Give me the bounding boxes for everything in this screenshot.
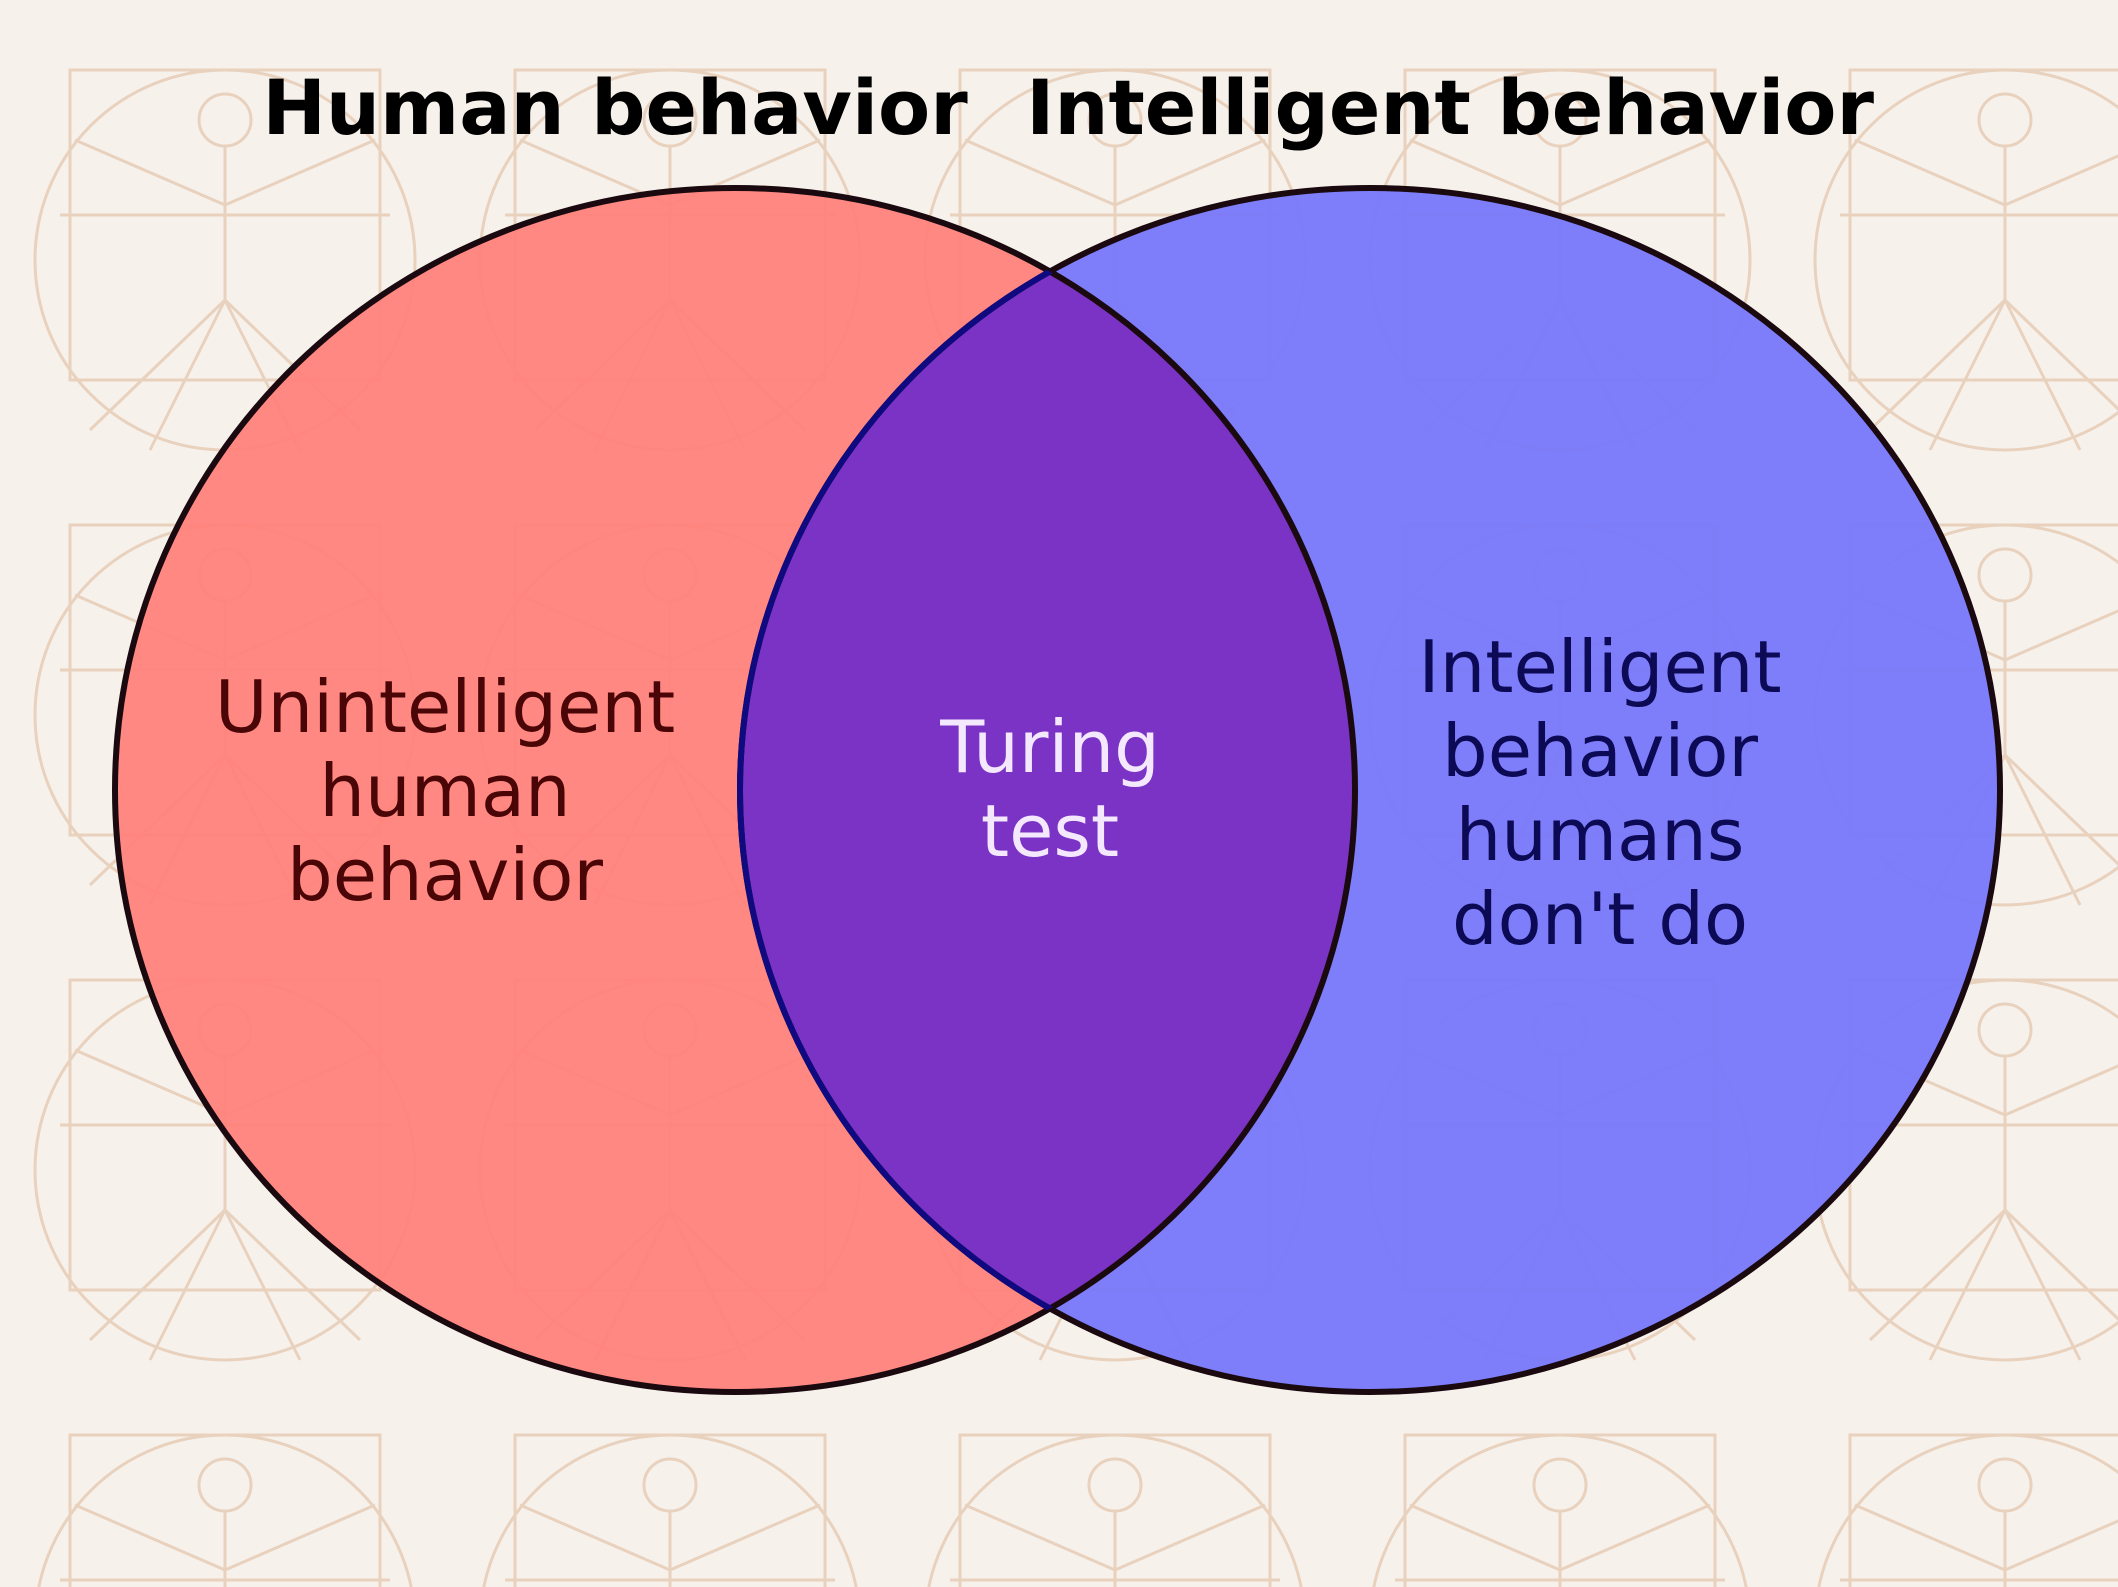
right-only-line: humans	[1455, 793, 1745, 877]
human-behavior-title: Human behavior	[262, 63, 968, 152]
overlap-outline	[737, 188, 1355, 1392]
overlap-region	[740, 188, 1355, 1392]
overlap-line: test	[980, 789, 1120, 873]
left-only-line: behavior	[286, 833, 604, 917]
right-only-line: Intelligent	[1418, 625, 1782, 709]
left-only-line: Unintelligent	[214, 665, 676, 749]
overlap-label: Turing test	[940, 705, 1160, 873]
left-only-label: Unintelligent human behavior	[215, 665, 675, 917]
overlap-line: Turing	[940, 705, 1160, 789]
left-only-line: human	[319, 749, 571, 833]
right-only-line: behavior	[1441, 709, 1759, 793]
right-only-line: don't do	[1451, 877, 1749, 961]
human-behavior-outline	[112, 185, 1358, 1395]
right-only-label: Intelligent behavior humans don't do	[1418, 625, 1781, 961]
intelligent-behavior-title: Intelligent behavior	[1026, 63, 1874, 152]
